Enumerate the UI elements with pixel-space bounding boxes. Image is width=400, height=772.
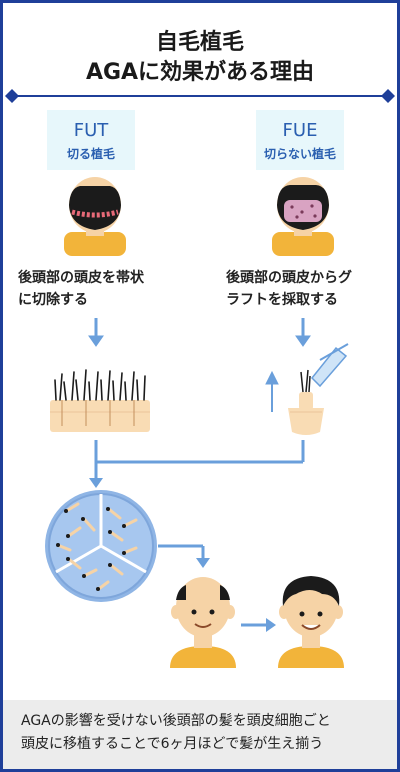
petri-dish (45, 490, 157, 602)
fue-description-line-1: 後頭部の頭皮からグ (226, 270, 352, 286)
fut-description-line-1: 後頭部の頭皮を帯状 (18, 270, 144, 286)
fue-description: 後頭部の頭皮からグ ラフトを採取する (226, 267, 396, 311)
footer-line-1: AGAの影響を受けない後頭部の髪を頭皮細胞ごと (21, 713, 331, 729)
title-line-2: AGAに効果がある理由 (85, 60, 315, 85)
fut-name: FUT (73, 120, 109, 141)
fut-scalp-strip (50, 369, 150, 432)
divider-diamond-right (381, 89, 395, 103)
divider-diamond-left (5, 89, 19, 103)
fut-description: 後頭部の頭皮を帯状 に切除する (18, 267, 188, 311)
title-line-1: 自毛植毛 (155, 30, 244, 55)
fue-head-illustration (272, 177, 334, 256)
fut-head-illustration (64, 177, 126, 256)
fue-label-box: FUE 切らない植毛 (256, 110, 344, 170)
fue-description-line-2: ラフトを採取する (226, 292, 338, 308)
fue-subtitle: 切らない植毛 (263, 147, 336, 161)
full-hair-head-illustration (278, 576, 344, 668)
fut-subtitle: 切る植毛 (66, 147, 115, 161)
dish-to-bald-arrow-head (196, 558, 210, 568)
dish-to-bald-arrow (158, 544, 205, 560)
bald-to-hair-arrow-head (266, 618, 276, 632)
merge-arrow-head (89, 478, 103, 488)
fut-arrow-down (88, 318, 104, 347)
fut-description-line-2: に切除する (18, 292, 88, 308)
merge-connector (94, 440, 305, 480)
summary-footer: AGAの影響を受けない後頭部の髪を頭皮細胞ごと 頭皮に移植することで6ヶ月ほどで… (3, 700, 397, 769)
fut-label-box: FUT 切る植毛 (47, 110, 135, 170)
footer-line-2: 頭皮に移植することで6ヶ月ほどで髪が生え揃う (21, 736, 324, 752)
balding-head-illustration (170, 577, 236, 668)
fue-graft-extraction (265, 343, 349, 435)
fue-name: FUE (282, 120, 318, 141)
fue-up-arrow (265, 370, 279, 412)
fue-arrow-down (295, 318, 311, 347)
